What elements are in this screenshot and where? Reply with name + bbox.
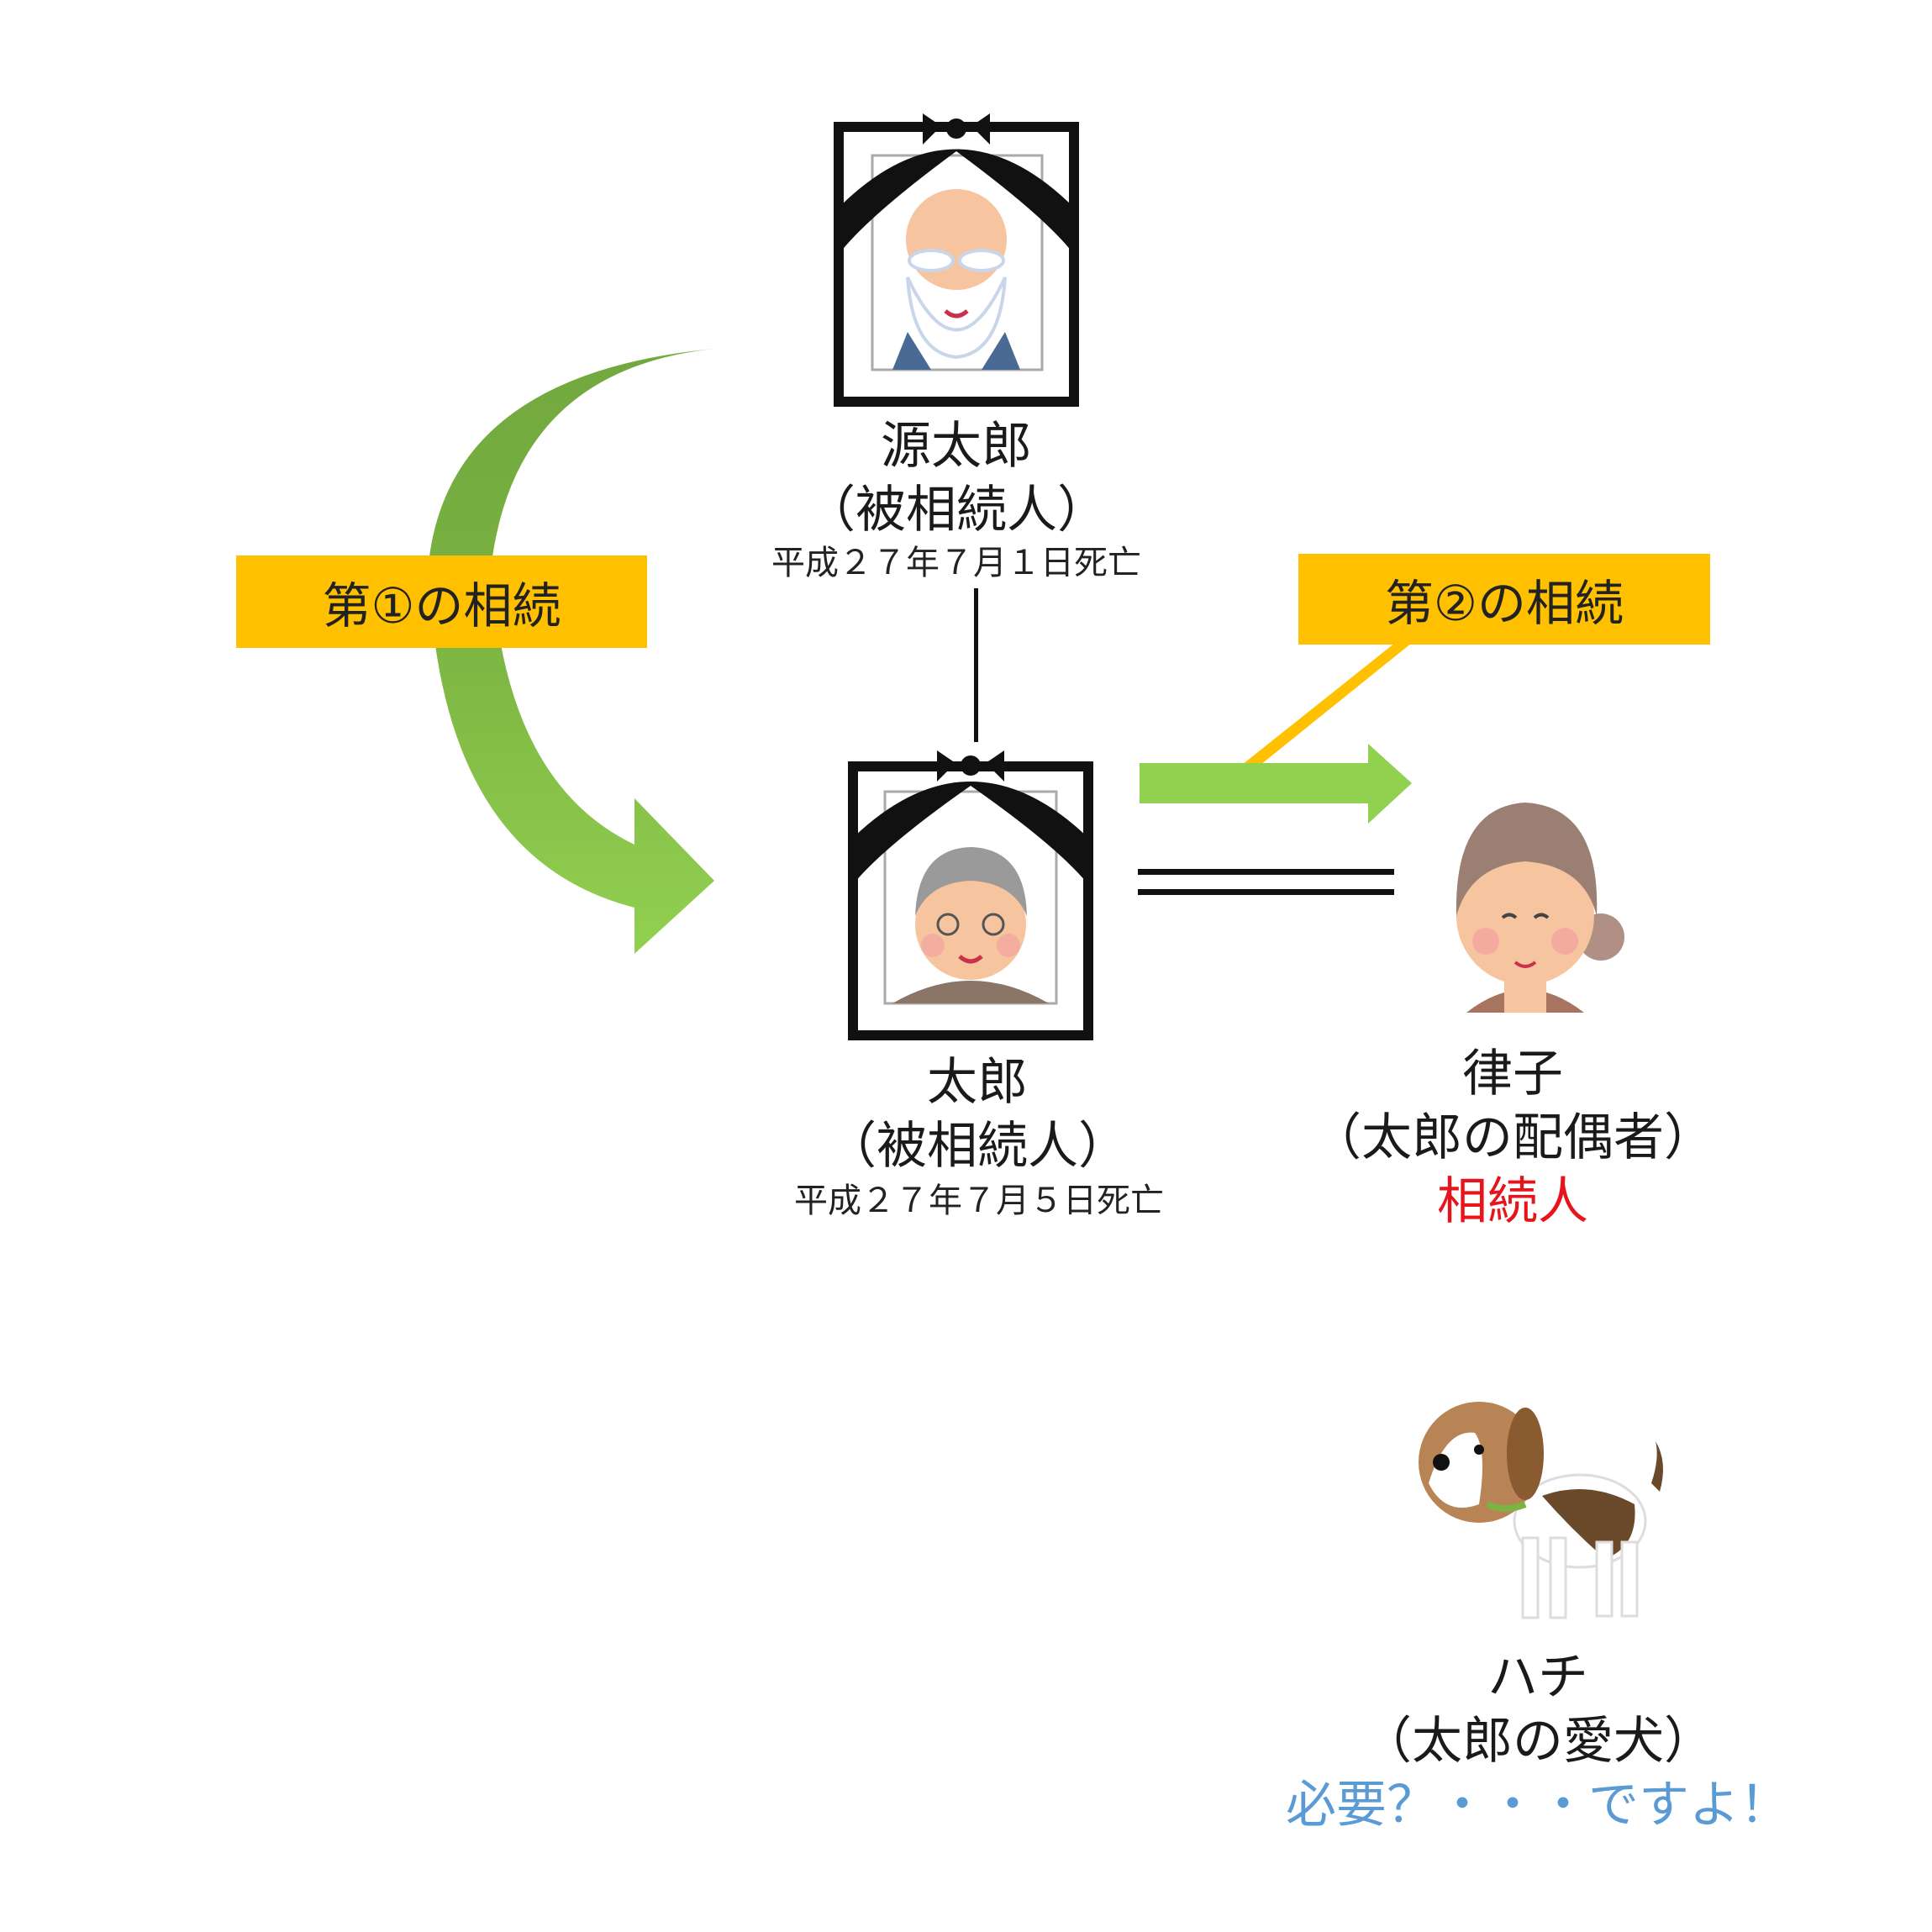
taro-role: （被相続人） (826, 1117, 1129, 1176)
grandfather-death-date: 平成２７年７月１日死亡 (771, 544, 1141, 582)
first-inheritance-arrow (429, 273, 714, 954)
ritsuko-labels: 律子 （太郎の配偶者） 相続人 (1303, 1042, 1723, 1234)
second-inheritance-box: 第②の相続 (1298, 554, 1710, 645)
ritsuko-name: 律子 (1462, 1045, 1563, 1103)
hachi-role: （太郎の愛犬） (1361, 1712, 1714, 1771)
grandfather-face-illustration (892, 189, 1020, 370)
taro-name: 太郎 (927, 1053, 1028, 1112)
hachi-note: 必要？・・・ですよ！ (1286, 1776, 1790, 1835)
parent-child-line (974, 588, 978, 742)
marriage-line-top (1138, 869, 1394, 875)
grandfather-memorial-portrait (834, 113, 1079, 407)
marriage-line-bottom (1138, 889, 1394, 895)
first-inheritance-box: 第①の相続 (236, 555, 647, 648)
taro-death-date: 平成２７年７月５日死亡 (794, 1182, 1164, 1220)
hachi-name: ハチ (1487, 1648, 1588, 1707)
second-box-connector (1242, 643, 1412, 765)
hachi-dog-illustration (1419, 1402, 1663, 1619)
hachi-labels: ハチ （太郎の愛犬） 必要？・・・ですよ！ (1244, 1645, 1832, 1837)
ritsuko-role: （太郎の配偶者） (1311, 1108, 1714, 1167)
ritsuko-illustration (1456, 803, 1624, 1013)
ritsuko-heir-status: 相続人 (1437, 1172, 1588, 1231)
taro-face-illustration (892, 847, 1049, 1003)
taro-memorial-portrait (848, 750, 1093, 1040)
second-inheritance-arrow (1140, 744, 1412, 824)
mourning-ribbon-icon (840, 113, 1072, 252)
grandfather-name: 源太郎 (881, 417, 1032, 476)
grandfather-role: （被相続人） (805, 481, 1108, 540)
taro-labels: 太郎 （被相続人） (809, 1050, 1145, 1178)
grandfather-labels: 源太郎 （被相続人） (788, 414, 1124, 542)
mourning-ribbon-icon (855, 750, 1087, 882)
